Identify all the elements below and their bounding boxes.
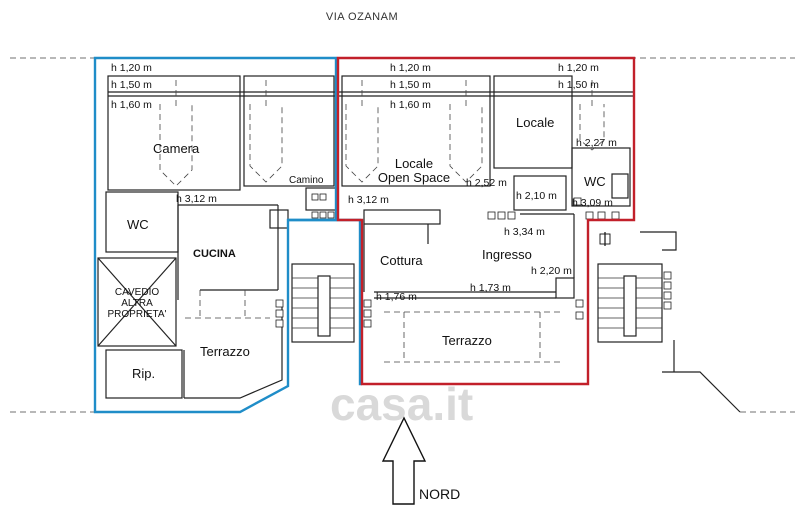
room-cottura: Cottura	[380, 253, 423, 268]
chimney	[305, 187, 337, 219]
room-ingresso: Ingresso	[482, 247, 532, 262]
room-wc-left: WC	[127, 217, 149, 232]
height-left-150: h 1,50 m	[111, 79, 152, 91]
height-left-312: h 3,12 m	[176, 193, 217, 205]
height-left-120: h 1,20 m	[111, 62, 152, 74]
height-220: h 2,20 m	[531, 265, 572, 277]
right-staircase	[597, 231, 741, 413]
height-309: h 3,09 m	[572, 197, 613, 209]
room-cavedio-1: CAVEDIO	[115, 287, 159, 298]
room-terrazzo-right: Terrazzo	[442, 333, 492, 348]
height-252: h 2,52 m	[466, 177, 507, 189]
room-cavedio-2: ALTRA	[121, 298, 153, 309]
height-labels: h 1,20 m h 1,50 m h 1,60 m h 3,12 m h 1,…	[111, 62, 617, 303]
room-locale-right: Locale	[516, 115, 554, 130]
room-cucina: CUCINA	[193, 248, 236, 260]
left-skylight-marks	[159, 80, 283, 187]
room-labels: Camera WC CUCINA CAVEDIO ALTRA PROPRIETA…	[108, 115, 606, 381]
height-mid-120: h 1,20 m	[390, 62, 431, 74]
left-stair-outline	[288, 218, 362, 386]
height-210: h 2,10 m	[516, 190, 557, 202]
height-173: h 1,73 m	[470, 282, 511, 294]
height-334: h 3,34 m	[504, 226, 545, 238]
room-locale-open-1: Locale	[395, 156, 433, 171]
height-227: h 2,27 m	[576, 137, 617, 149]
height-right-150: h 1,50 m	[558, 79, 599, 91]
height-left-160: h 1,60 m	[111, 99, 152, 111]
left-unit-outline	[93, 56, 338, 414]
right-skylight-marks	[345, 80, 605, 183]
height-mid-150: h 1,50 m	[390, 79, 431, 91]
meter-icon	[599, 232, 611, 246]
height-176: h 1,76 m	[376, 291, 417, 303]
room-locale-open-2: Open Space	[378, 170, 450, 185]
north-label: NORD	[419, 486, 460, 502]
room-wc-right: WC	[584, 174, 606, 189]
north-arrow-icon	[381, 416, 427, 505]
right-unit-outline	[336, 56, 636, 386]
street-label: VIA OZANAM	[326, 11, 398, 23]
height-mid-160: h 1,60 m	[390, 99, 431, 111]
height-mid-312: h 3,12 m	[348, 194, 389, 206]
room-cavedio-3: PROPRIETA'	[108, 309, 167, 320]
room-camino: Camino	[289, 175, 324, 186]
north-arrow: NORD	[381, 416, 460, 505]
room-camera: Camera	[153, 141, 200, 156]
room-terrazzo-left: Terrazzo	[200, 344, 250, 359]
height-right-120: h 1,20 m	[558, 62, 599, 74]
room-rip: Rip.	[132, 366, 155, 381]
left-staircase	[275, 263, 372, 343]
left-unit-walls	[97, 75, 335, 399]
